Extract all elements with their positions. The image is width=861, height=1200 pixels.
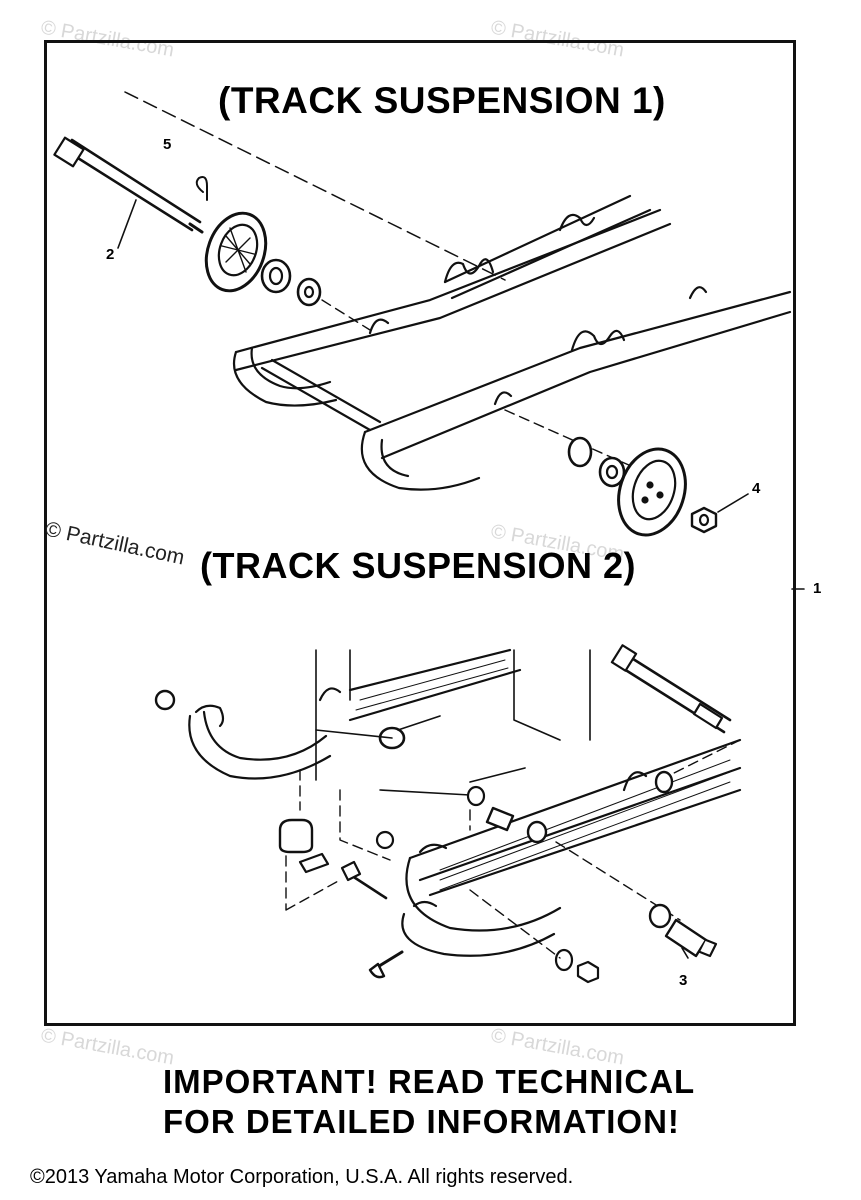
track-suspension-1-assembly [53, 91, 792, 537]
callout-label-5: 5 [163, 136, 172, 153]
copyright-text: ©2013 Yamaha Motor Corporation, U.S.A. A… [30, 1166, 574, 1188]
notice-line-2: FOR DETAILED INFORMATION! [163, 1103, 680, 1140]
callout-label-2: 2 [106, 246, 115, 263]
title-track-suspension-1: (TRACK SUSPENSION 1) [218, 80, 666, 121]
title-track-suspension-2: (TRACK SUSPENSION 2) [200, 545, 637, 586]
nut-part-4 [690, 506, 718, 534]
shaft-part-2 [60, 146, 194, 232]
track-suspension-2-assembly [154, 644, 742, 984]
callout-label-4: 4 [752, 480, 761, 497]
cotter-pin-part-5 [195, 176, 208, 201]
callout-label-3: 3 [679, 972, 688, 989]
important-notice: IMPORTANT! READ TECHNICAL FOR DETAILED I… [163, 1062, 695, 1142]
diagram-frame [44, 40, 796, 1026]
callout-label-1: 1 [813, 580, 822, 597]
callout-leaders [117, 199, 805, 959]
notice-line-1: IMPORTANT! READ TECHNICAL [163, 1063, 696, 1100]
